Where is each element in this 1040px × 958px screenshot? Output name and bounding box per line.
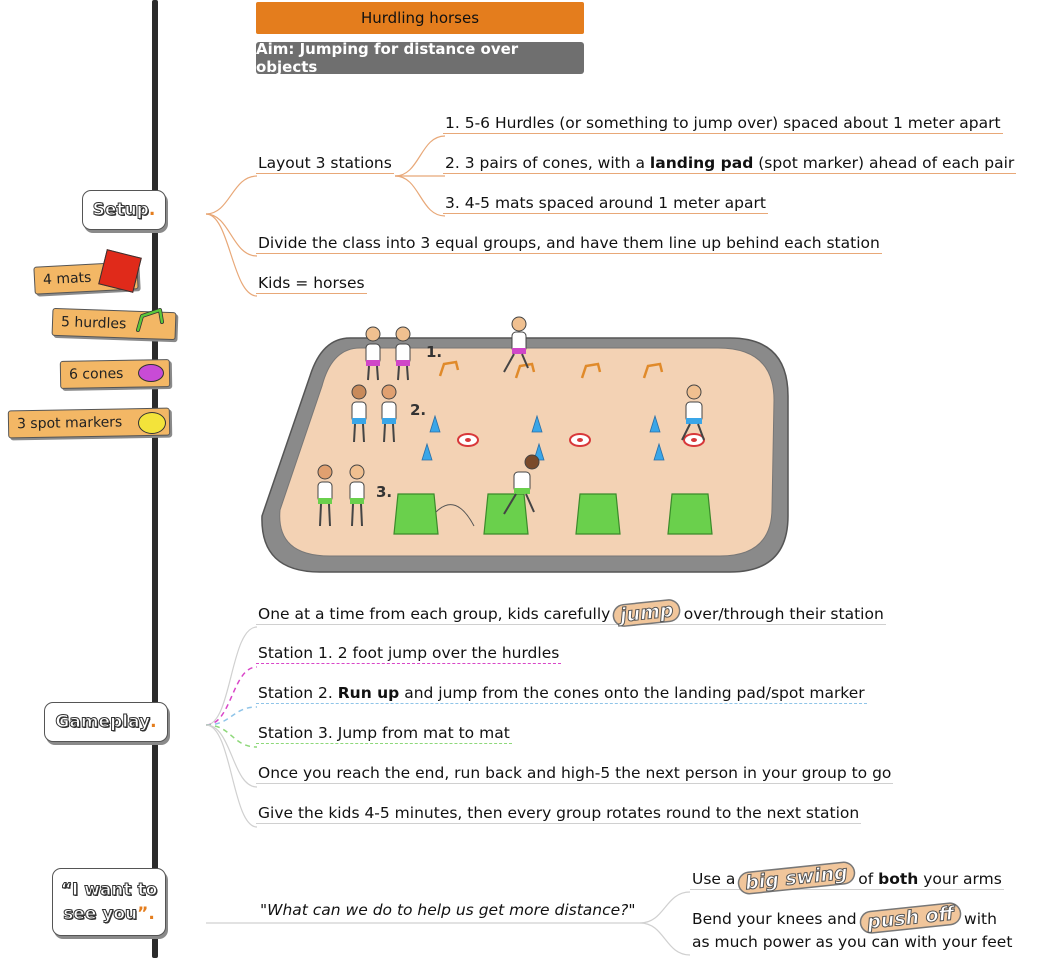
station-2-gameplay: Station 2. Run up and jump from the cone… xyxy=(256,683,867,704)
tip-push-off-line2: as much power as you can with your feet xyxy=(692,933,1013,951)
jump-word-art: jump xyxy=(613,599,681,627)
rotate-instruction: Give the kids 4-5 minutes, then every gr… xyxy=(256,804,862,824)
setup-tag: Setup. xyxy=(82,190,166,230)
field-label-2: 2. xyxy=(410,401,427,419)
text-segment: 2. 3 pairs of cones, with a xyxy=(445,154,650,172)
station-1-setup: 1. 5-6 Hurdles (or something to jump ove… xyxy=(443,114,1003,134)
bold-segment: both xyxy=(878,870,919,888)
text-segment: One at a time from each group, kids care… xyxy=(258,605,611,623)
station-1-gameplay: Station 1. 2 foot jump over the hurdles xyxy=(256,644,562,664)
text-segment: and jump from the cones onto the landing… xyxy=(399,684,865,702)
want-label-line2: see you xyxy=(63,904,138,925)
field-label-3: 3. xyxy=(376,483,393,501)
gameplay-intro: One at a time from each group, kids care… xyxy=(256,599,886,627)
end-instruction: Once you reach the end, run back and hig… xyxy=(256,764,894,784)
setup-dot: . xyxy=(148,200,156,220)
question-text: "What can we do to help us get more dist… xyxy=(260,901,636,919)
mats xyxy=(393,493,713,535)
equipment-label: 3 spot markers xyxy=(16,414,123,433)
text-segment: your arms xyxy=(918,870,1002,888)
want-label-line1: “I want to xyxy=(60,880,158,901)
text-segment: Use a xyxy=(692,870,736,888)
setup-label: Setup xyxy=(92,200,149,221)
gameplay-label: Gameplay xyxy=(55,712,151,733)
kids-figures xyxy=(317,316,705,527)
gameplay-tag: Gameplay. xyxy=(44,702,168,742)
field-illustration xyxy=(261,316,789,573)
text-segment: Bend your knees and xyxy=(692,910,857,928)
layout-stations-label: Layout 3 stations xyxy=(256,154,394,174)
cone-icon xyxy=(138,364,164,382)
spot-marker-icon xyxy=(138,412,166,434)
aim-banner: Aim: Jumping for distance over objects xyxy=(256,40,584,76)
station-3-gameplay: Station 3. Jump from mat to mat xyxy=(256,724,512,744)
hurdle-icon xyxy=(136,308,164,332)
want-dot: ”. xyxy=(137,904,155,924)
push-off-word-art: push off xyxy=(859,902,961,934)
mindmap-spine xyxy=(152,0,158,958)
spot-targets xyxy=(457,433,705,447)
station-2-setup: 2. 3 pairs of cones, with a landing pad … xyxy=(443,153,1017,174)
station-3-setup: 3. 4-5 mats spaced around 1 meter apart xyxy=(443,194,768,214)
text-segment: with xyxy=(964,910,997,928)
equipment-label: 6 cones xyxy=(68,365,124,383)
text-segment: over/through their station xyxy=(683,605,884,623)
bold-segment: landing pad xyxy=(649,154,754,172)
kids-horses: Kids = horses xyxy=(256,274,367,294)
bold-segment: Run up xyxy=(337,684,400,702)
equipment-label: 4 mats xyxy=(42,269,92,289)
text-segment: Station 2. xyxy=(258,684,338,702)
field-label-1: 1. xyxy=(426,343,443,361)
cones xyxy=(421,414,665,461)
page-title: Hurdling horses xyxy=(256,2,584,34)
equipment-label: 5 hurdles xyxy=(60,314,127,333)
text-segment: of xyxy=(858,870,879,888)
want-tag: “I want to see you”. xyxy=(52,868,166,936)
text-segment: (spot marker) ahead of each pair xyxy=(753,154,1015,172)
divide-instruction: Divide the class into 3 equal groups, an… xyxy=(256,234,882,254)
gameplay-dot: . xyxy=(150,712,157,732)
